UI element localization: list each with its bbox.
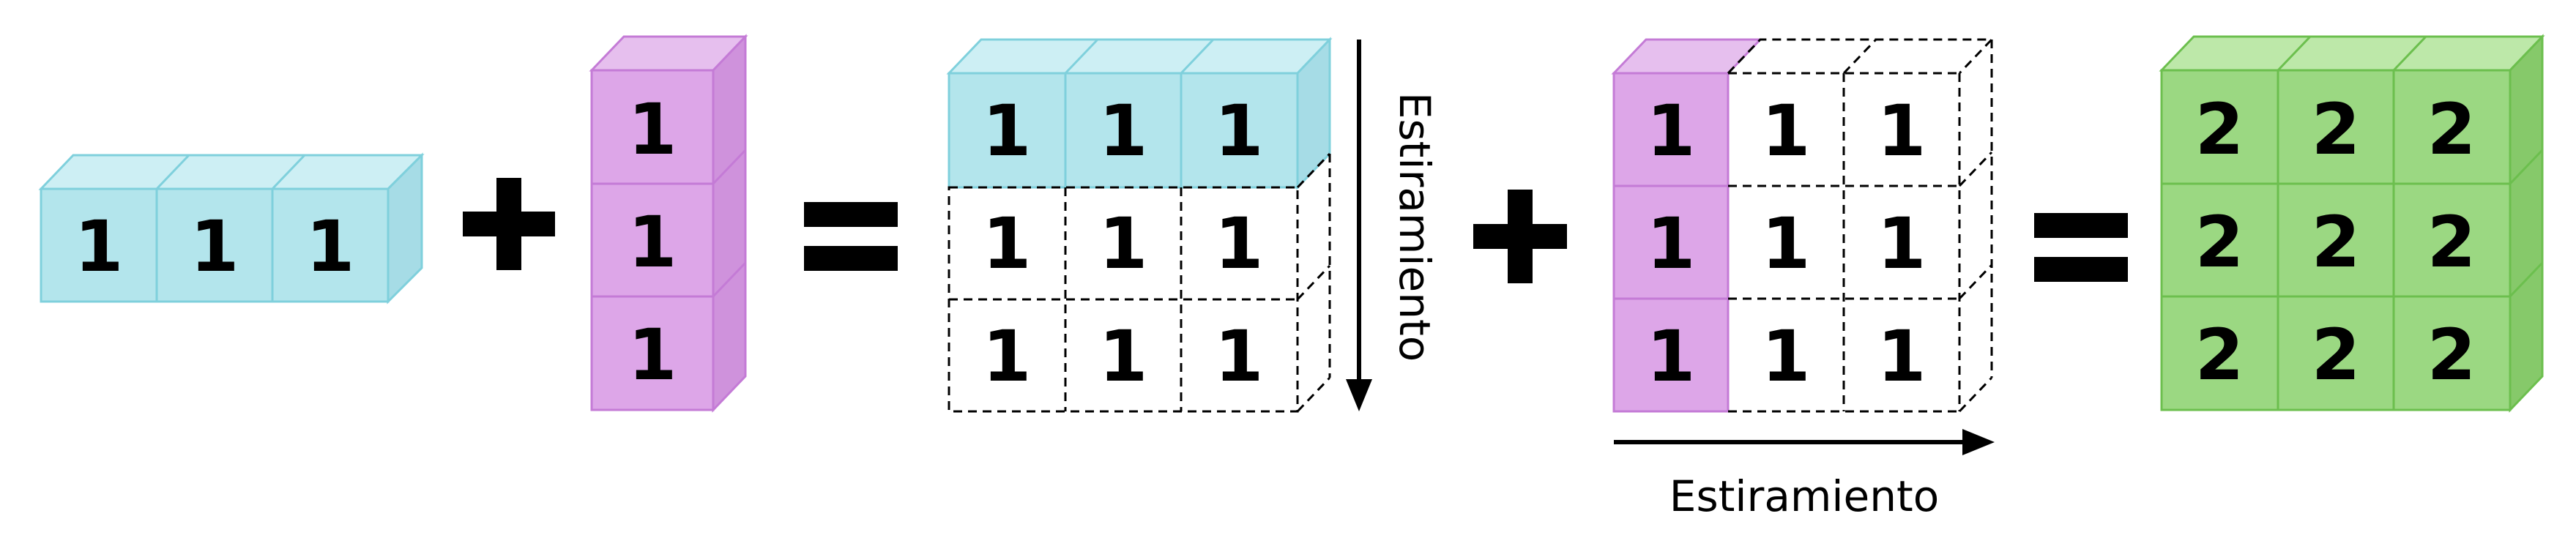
stretch-label-vertical: Estiramiento: [1390, 92, 1440, 362]
row-vector: 1 1 1: [38, 152, 425, 305]
result-cell: 2: [2312, 314, 2361, 396]
stretch-label-horizontal: Estiramiento: [1669, 471, 1939, 521]
plus-operator: [1473, 190, 1567, 283]
stretched-row-cell: 1: [1215, 90, 1264, 172]
stretched-row-cell: 1: [1099, 315, 1148, 397]
stretched-row-cell: 1: [983, 90, 1032, 172]
column-vector-cell: 1: [628, 314, 677, 396]
stretched-row-matrix: 1 1 1 1 1 1 1 1 1: [946, 37, 1333, 413]
column-vector-cell: 1: [628, 89, 677, 171]
stretched-column-cell: 1: [1877, 203, 1927, 285]
result-cell: 2: [2312, 201, 2361, 283]
stretched-column-cell: 1: [1877, 315, 1927, 397]
stretched-column-cell: 1: [1647, 203, 1696, 285]
result-cell: 2: [2427, 201, 2476, 283]
result-cell: 2: [2427, 314, 2476, 396]
stretched-row-cell: 1: [1099, 203, 1148, 285]
result-cell: 2: [2427, 89, 2476, 171]
stretched-column-matrix: 1 1 1 1 1 1 1 1 1: [1611, 38, 1995, 413]
stretch-down-arrow: [1346, 40, 1372, 411]
column-vector: 1 1 1: [589, 34, 748, 413]
stretched-column-cell: 1: [1762, 203, 1811, 285]
equals-operator: [2034, 213, 2128, 282]
row-vector-cell: 1: [306, 206, 355, 288]
stretched-row-cell: 1: [1215, 203, 1264, 285]
result-cell: 2: [2195, 314, 2244, 396]
row-vector-cell: 1: [190, 206, 239, 288]
equals-operator: [804, 202, 898, 271]
stretched-column-cell: 1: [1762, 90, 1811, 172]
stretch-right-arrow: [1614, 429, 1995, 455]
result-cell: 2: [2312, 89, 2361, 171]
stretched-column-cell: 1: [1647, 315, 1696, 397]
stretched-row-cell: 1: [1215, 315, 1264, 397]
stretched-row-cell: 1: [983, 203, 1032, 285]
result-matrix: 2 2 2 2 2 2 2 2 2: [2159, 34, 2545, 413]
column-vector-cell: 1: [628, 201, 677, 283]
result-cell: 2: [2195, 89, 2244, 171]
stretched-row-cell: 1: [1099, 90, 1148, 172]
plus-operator: [463, 178, 555, 270]
row-vector-cell: 1: [75, 206, 124, 288]
result-cell: 2: [2195, 201, 2244, 283]
stretched-column-cell: 1: [1647, 90, 1696, 172]
stretched-column-cell: 1: [1877, 90, 1927, 172]
stretched-row-cell: 1: [983, 315, 1032, 397]
stretched-column-cell: 1: [1762, 315, 1811, 397]
